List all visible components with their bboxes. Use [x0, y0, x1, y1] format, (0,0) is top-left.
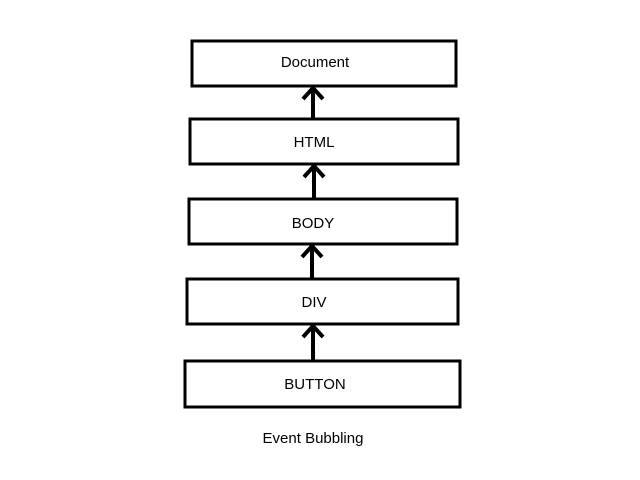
diagram-caption: Event Bubbling	[263, 430, 364, 447]
arrow-head-icon	[302, 163, 326, 179]
node-html: HTML	[188, 117, 460, 166]
arrow-html-to-document	[301, 85, 325, 118]
node-document: Document	[190, 39, 458, 88]
node-body: BODY	[187, 197, 459, 246]
node-document-box	[190, 39, 458, 88]
node-body-box	[187, 197, 459, 246]
node-div: DIV	[185, 277, 460, 326]
arrow-head-icon	[301, 323, 325, 339]
arrow-button-to-div	[301, 323, 325, 360]
node-div-label: DIV	[301, 294, 326, 311]
node-body-label: BODY	[292, 215, 335, 232]
node-html-label: HTML	[294, 134, 335, 151]
arrow-head-icon	[300, 243, 324, 259]
arrow-body-to-html	[302, 163, 326, 198]
arrow-div-to-body	[300, 243, 324, 278]
node-html-box	[188, 117, 460, 166]
node-button-box	[183, 359, 462, 409]
node-document-label: Document	[281, 54, 350, 71]
arrow-head-icon	[301, 85, 325, 101]
node-button-label: BUTTON	[284, 376, 345, 393]
node-button: BUTTON	[183, 359, 462, 409]
node-div-box	[185, 277, 460, 326]
